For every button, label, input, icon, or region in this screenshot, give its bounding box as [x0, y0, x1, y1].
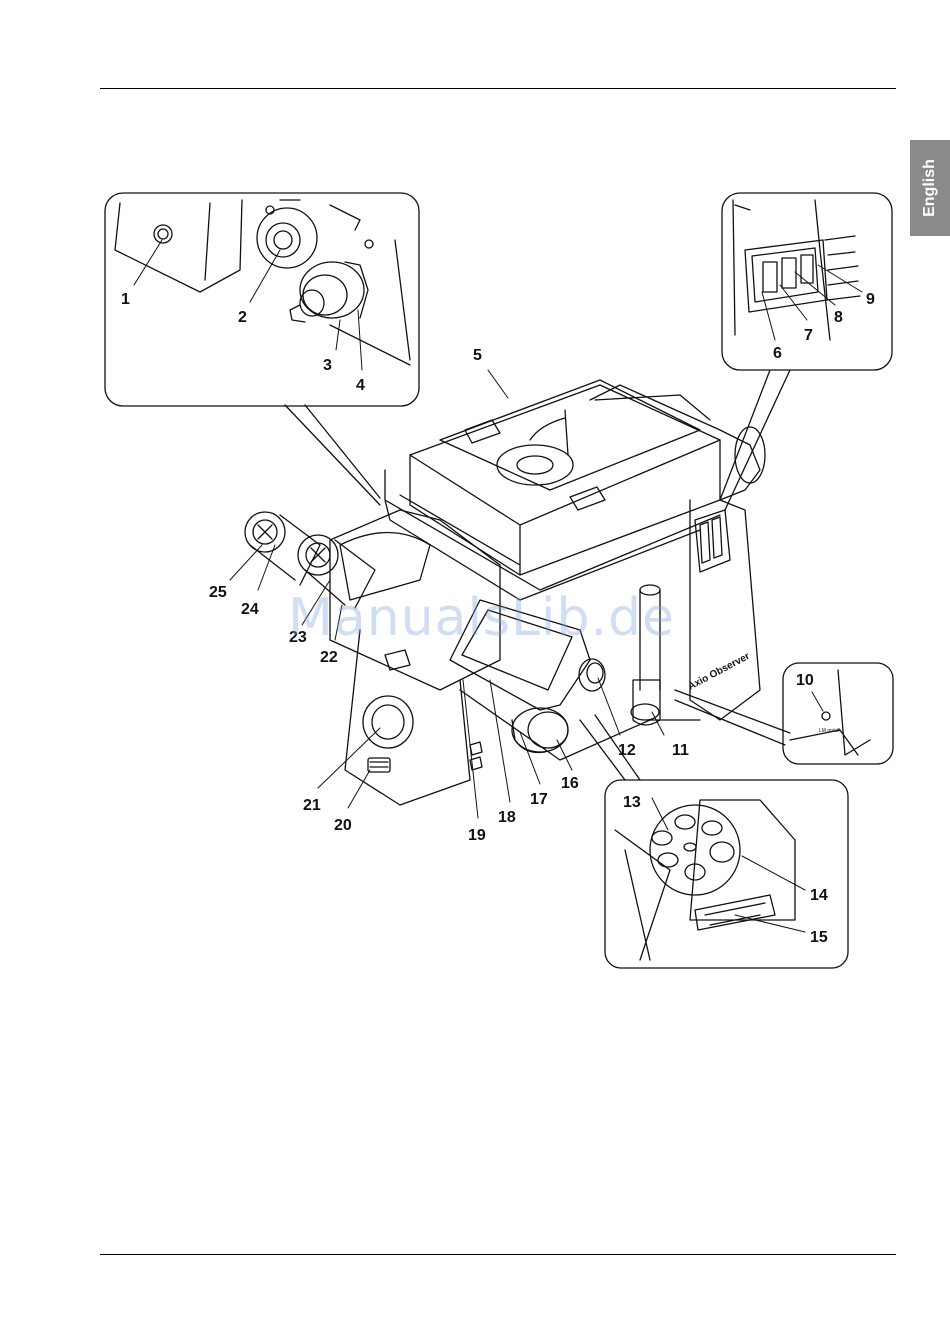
- callout-15: 15: [810, 929, 828, 946]
- detail-box-top-left: [105, 193, 419, 406]
- callout-24: 24: [241, 601, 259, 618]
- callout-4: 4: [356, 377, 365, 394]
- callout-8: 8: [834, 309, 843, 326]
- callout-10: 10: [796, 672, 814, 689]
- callout-1: 1: [121, 291, 130, 308]
- callout-13: 13: [623, 794, 641, 811]
- callout-5: 5: [473, 347, 482, 364]
- callout-20: 20: [334, 817, 352, 834]
- illuminator: [590, 385, 760, 500]
- callout-12: 12: [618, 742, 636, 759]
- callout-16: 16: [561, 775, 579, 792]
- callout-7: 7: [804, 327, 813, 344]
- watermark: ManualsLib.de: [288, 588, 675, 648]
- callout-21: 21: [303, 797, 321, 814]
- callout-19: 19: [468, 827, 486, 844]
- brand-text: Axio Observer: [686, 651, 752, 693]
- connector-top-right: [720, 370, 790, 510]
- callout-11: 11: [672, 742, 689, 759]
- callout-22: 22: [320, 649, 338, 666]
- callout-9: 9: [866, 291, 875, 308]
- connector-right: [675, 690, 790, 745]
- callout-2: 2: [238, 309, 247, 326]
- callout-25: 25: [209, 584, 227, 601]
- button-1: [154, 225, 172, 243]
- small-label: LM on/off: [819, 728, 840, 734]
- callout-14: 14: [810, 887, 828, 904]
- callout-18: 18: [498, 809, 516, 826]
- callout-17: 17: [530, 791, 548, 808]
- connector-top-left: [285, 405, 380, 505]
- callout-3: 3: [323, 357, 332, 374]
- callout-6: 6: [773, 345, 782, 362]
